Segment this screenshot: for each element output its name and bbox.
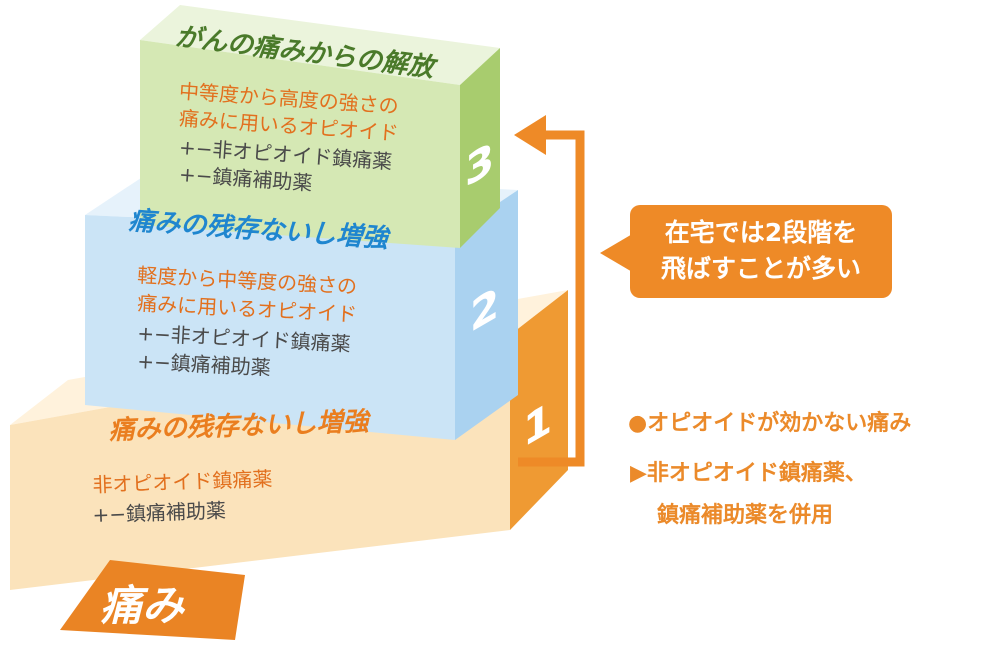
step2-side-face xyxy=(455,190,518,440)
step1-side-face xyxy=(510,290,568,530)
step2-front-face xyxy=(85,215,455,440)
callout-pointer xyxy=(600,233,634,273)
base-label-bg xyxy=(60,560,245,640)
note-arrow-line: ▶非オピオイド鎮痛薬、 xyxy=(630,461,867,486)
step3-side-face xyxy=(460,48,500,248)
step3-front-face xyxy=(140,40,460,248)
note-bullet-line: ●オピオイドが効かない痛み xyxy=(628,411,912,436)
step1-line2: +−鎮痛補助薬 xyxy=(92,498,227,527)
note-cont-line: 鎮痛補助薬を併用 xyxy=(657,503,834,528)
callout-line1: 在宅では2段階を xyxy=(664,218,858,247)
base-label: 痛み xyxy=(100,581,185,630)
callout-line2: 飛ばすことが多い xyxy=(660,254,861,283)
step3-top-face xyxy=(140,5,500,85)
callout-box xyxy=(630,205,892,298)
skip-arrow-head xyxy=(514,115,546,155)
skip-arrow-line xyxy=(518,130,585,467)
